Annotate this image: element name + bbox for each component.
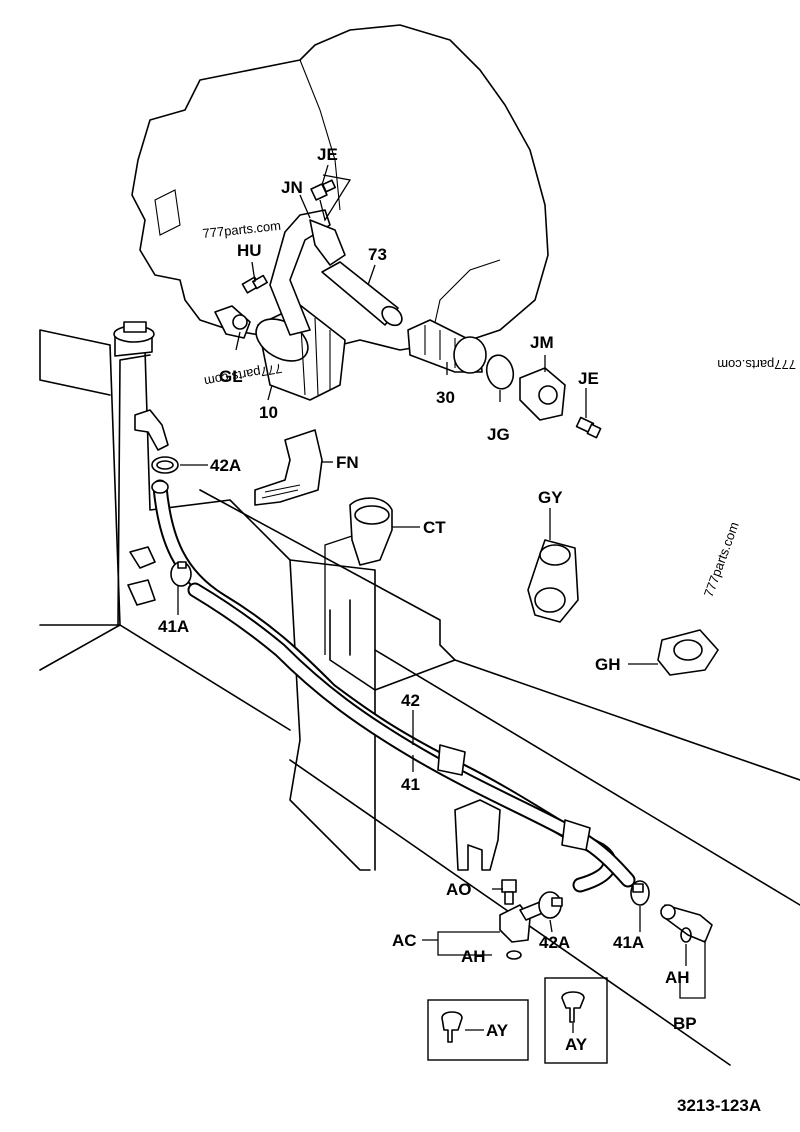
label-jg: JG	[487, 425, 510, 444]
label-ay-left: AY	[486, 1021, 509, 1040]
label-fn: FN	[336, 453, 359, 472]
seal-ah-right	[680, 927, 692, 943]
label-ct: CT	[423, 518, 446, 537]
radiator-pipes	[127, 409, 169, 606]
label-je-right: JE	[578, 369, 599, 388]
bolt-je-top	[310, 179, 337, 201]
label-ac: AC	[392, 931, 417, 950]
clamp-41a-bottom	[630, 880, 650, 906]
seal-ah-left	[506, 950, 522, 960]
hose-brackets	[437, 744, 591, 871]
label-ah-right: AH	[665, 968, 690, 987]
label-gh: GH	[595, 655, 621, 674]
clip-gh	[657, 629, 719, 676]
label-73: 73	[368, 245, 387, 264]
label-42a-bottom: 42A	[539, 933, 570, 952]
pipe-jn	[269, 209, 346, 336]
diagram-code: 3213-123A	[677, 1096, 761, 1115]
pipe-73	[321, 261, 403, 327]
bolt-je-right	[575, 416, 602, 439]
label-30: 30	[436, 388, 455, 407]
clip-fn	[254, 429, 323, 506]
label-42a-top: 42A	[210, 456, 241, 475]
clip-gy	[527, 539, 579, 623]
label-bp: BP	[673, 1014, 697, 1033]
o-ring-jg	[485, 354, 515, 390]
watermark-3: 777parts.com	[717, 357, 796, 372]
radiator-cap	[113, 321, 155, 357]
strainer-30	[407, 319, 487, 374]
label-ao: AO	[446, 880, 472, 899]
label-gl: GL	[219, 367, 243, 386]
label-hu: HU	[237, 241, 262, 260]
union-fitting-gl	[214, 305, 251, 339]
hose-end	[151, 480, 169, 494]
clamp-41a-left	[170, 561, 192, 587]
label-ah-left: AH	[461, 947, 486, 966]
ay-box-left	[427, 999, 529, 1061]
label-42: 42	[401, 691, 420, 710]
cover-jm	[519, 367, 566, 421]
label-gy: GY	[538, 488, 563, 507]
bolt-ao	[501, 879, 517, 905]
clip-ct	[349, 497, 393, 566]
label-jn: JN	[281, 178, 303, 197]
label-41a-bottom: 41A	[613, 933, 644, 952]
clamp-42a-bottom	[538, 891, 563, 919]
watermark-4: 777parts.com	[701, 520, 742, 599]
label-jm: JM	[530, 333, 554, 352]
clamp-42a-top	[151, 456, 179, 474]
label-10: 10	[259, 403, 278, 422]
label-je-top: JE	[317, 145, 338, 164]
fitting-bp	[660, 904, 713, 943]
label-41: 41	[401, 775, 420, 794]
label-ay-right: AY	[565, 1035, 588, 1054]
engine-block	[131, 24, 549, 351]
label-41a-left: 41A	[158, 617, 189, 636]
ay-box-right	[544, 977, 608, 1064]
watermark-1: 777parts.com	[202, 218, 282, 241]
leader-lines	[177, 164, 706, 999]
